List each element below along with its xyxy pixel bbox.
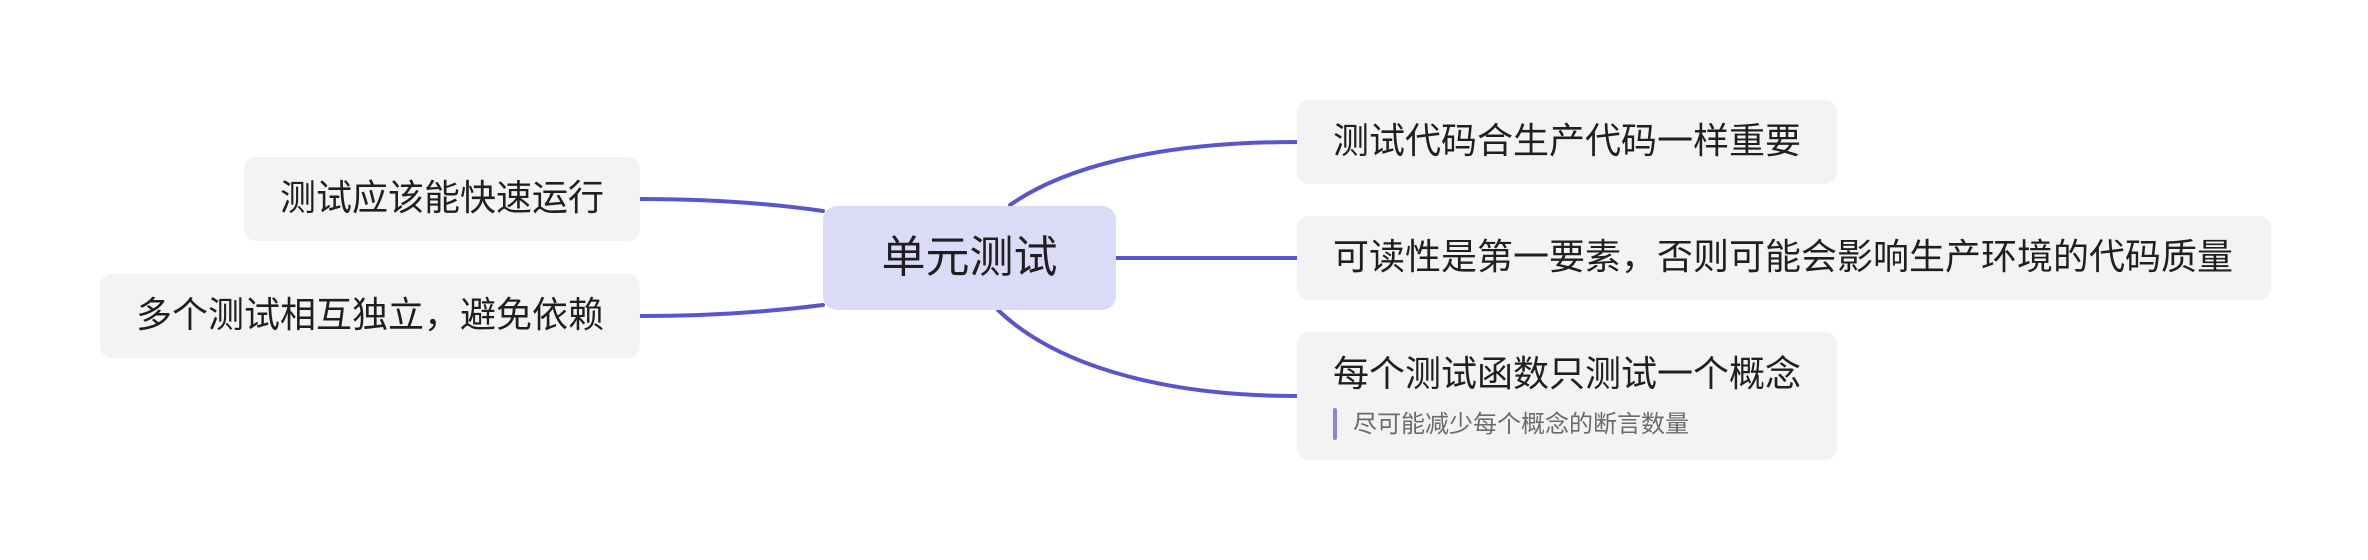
topic-label: 多个测试相互独立，避免依赖 [135, 295, 604, 336]
topic-label: 测试代码合生产代码一样重要 [1333, 121, 1802, 162]
note-text: 尽可能减少每个概念的断言数量 [1353, 410, 1689, 438]
topic-right-3[interactable]: 每个测试函数只测试一个概念 尽可能减少每个概念的断言数量 [1297, 332, 1837, 460]
topic-note: 尽可能减少每个概念的断言数量 [1333, 408, 1837, 440]
topic-label: 每个测试函数只测试一个概念 [1333, 354, 1802, 395]
connector-root-to-left-1 [638, 197, 825, 213]
topic-right-2[interactable]: 可读性是第一要素，否则可能会影响生产环境的代码质量 [1297, 216, 2271, 300]
topic-right-1[interactable]: 测试代码合生产代码一样重要 [1297, 100, 1837, 184]
connector-root-to-right-3 [996, 308, 1299, 398]
root-topic[interactable]: 单元测试 [823, 206, 1116, 310]
topic-left-1[interactable]: 测试应该能快速运行 [244, 157, 640, 241]
note-marker [1333, 408, 1337, 440]
connector-root-to-right-1 [1008, 140, 1299, 207]
connector-root-to-left-2 [638, 303, 825, 318]
topic-label: 可读性是第一要素，否则可能会影响生产环境的代码质量 [1333, 237, 2234, 278]
root-topic-label: 单元测试 [881, 232, 1058, 283]
topic-label: 测试应该能快速运行 [279, 178, 604, 219]
topic-left-2[interactable]: 多个测试相互独立，避免依赖 [100, 274, 640, 358]
